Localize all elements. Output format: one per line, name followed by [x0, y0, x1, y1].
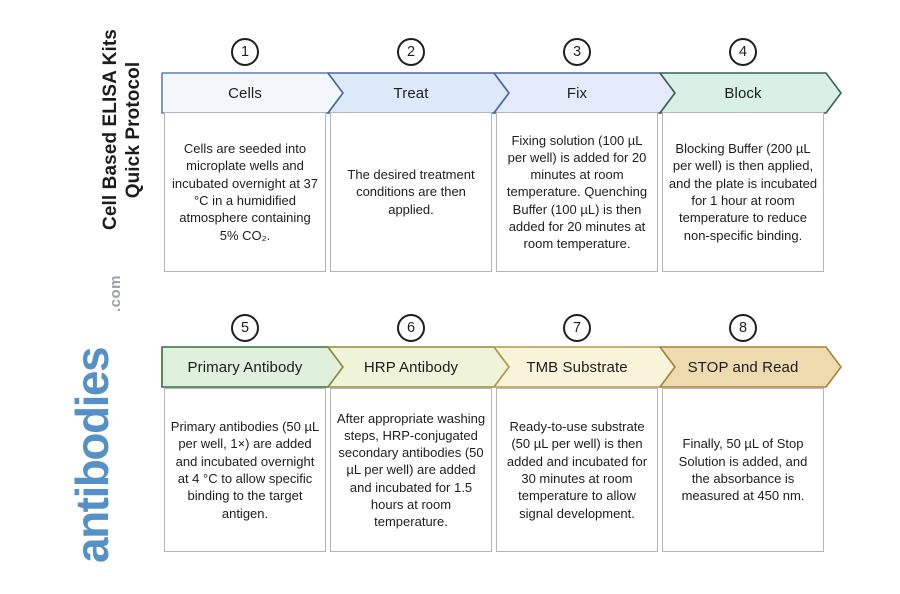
step-description: Cells are seeded into microplate wells a… — [164, 112, 326, 272]
step-number-badge: 1 — [231, 38, 259, 66]
step-number-badge: 3 — [563, 38, 591, 66]
brand-logo-wordmark: antibodies — [66, 347, 118, 563]
step-label: STOP and Read — [687, 358, 799, 376]
step-number-badge: 8 — [729, 314, 757, 342]
step-description: Blocking Buffer (200 µL per well) is the… — [662, 112, 824, 272]
step-number-badge: 5 — [231, 314, 259, 342]
step-label: Treat — [393, 84, 429, 102]
step-label: HRP Antibody — [363, 358, 459, 376]
step-label: Cells — [228, 84, 262, 102]
brand-logo-domain-suffix: .com — [107, 275, 124, 313]
step-description: The desired treatment conditions are the… — [330, 112, 492, 272]
step-number-badge: 4 — [729, 38, 757, 66]
flow-arrow-band-row1 — [161, 72, 842, 114]
step-description: Fixing solution (100 µL per well) is add… — [496, 112, 658, 272]
step-number-badge: 6 — [397, 314, 425, 342]
flow-arrow-band-row2 — [161, 346, 842, 388]
step-number-badge: 7 — [563, 314, 591, 342]
step-label: TMB Substrate — [526, 358, 628, 376]
step-number-badge: 2 — [397, 38, 425, 66]
step-label: Primary Antibody — [187, 358, 303, 376]
step-arrow — [659, 72, 842, 114]
step-arrow — [659, 346, 842, 388]
step-description: After appropriate washing steps, HRP-con… — [330, 388, 492, 552]
poster-title-line2: Quick Protocol — [123, 61, 144, 199]
poster-title-line1: Cell Based ELISA Kits — [100, 29, 121, 230]
step-description: Finally, 50 µL of Stop Solution is added… — [662, 388, 824, 552]
step-description: Ready-to-use substrate (50 µL per well) … — [496, 388, 658, 552]
step-label: Fix — [566, 84, 588, 102]
poster-title: Cell Based ELISA Kits Quick Protocol — [99, 29, 145, 230]
step-label: Block — [724, 84, 762, 102]
brand-logo: antibodies .com — [66, 273, 126, 563]
step-description: Primary antibodies (50 µL per well, 1×) … — [164, 388, 326, 552]
